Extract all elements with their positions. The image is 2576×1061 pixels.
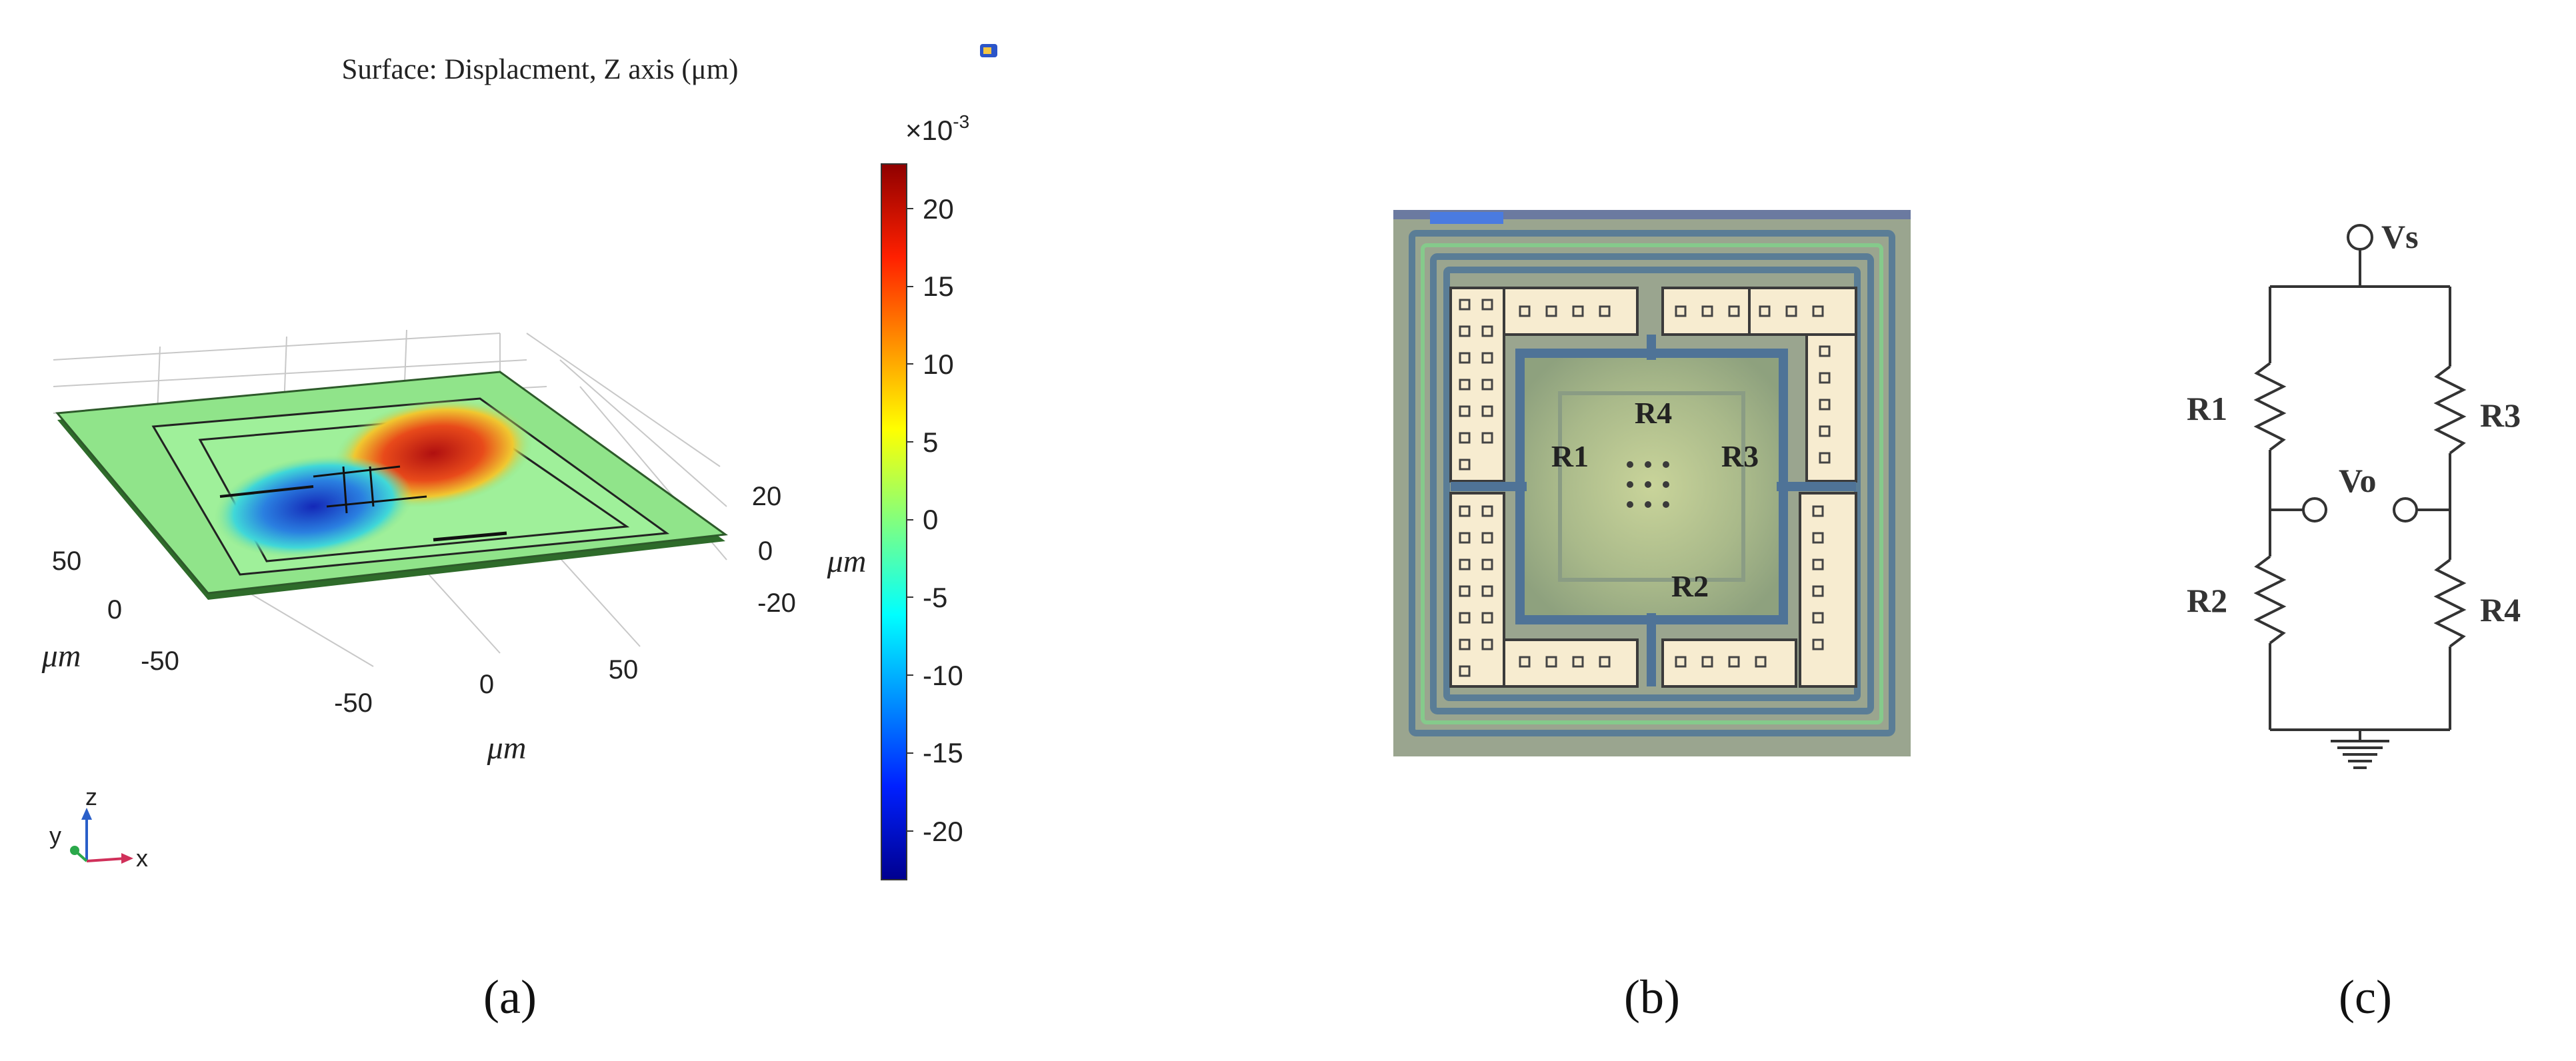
x-axis-unit: μm <box>487 730 527 766</box>
colorbar-exponent: ×10-3 <box>905 111 969 146</box>
y-axis-unit: μm <box>41 638 81 674</box>
x-tick-0: 0 <box>479 670 494 699</box>
triad-z: z <box>85 783 97 810</box>
resistor-r1 <box>2253 362 2287 451</box>
label-vo: Vo <box>2339 462 2377 499</box>
z-axis-unit: μm <box>827 544 867 579</box>
panel-c <box>2253 224 2467 769</box>
plot-title: Surface: Displacment, Z axis (μm) <box>341 54 738 85</box>
colorbar: ×10-3 20 15 10 5 0 -5 -10 -15 -20 <box>881 111 969 880</box>
panel-b: R4 R1 R3 R2 (b) <box>1393 210 1911 1024</box>
cb-tick-neg15: -15 <box>923 737 963 768</box>
resistor-r4 <box>2433 558 2467 648</box>
supply-node <box>2347 224 2373 251</box>
axis-triad: z y x <box>49 783 148 872</box>
chip-label-r3: R3 <box>1721 439 1759 473</box>
chip-label-r4: R4 <box>1635 396 1672 430</box>
label-r2: R2 <box>2187 582 2227 619</box>
z-tick-neg20: -20 <box>757 588 796 618</box>
triad-y: y <box>49 822 61 849</box>
pad-dots <box>1459 299 1831 677</box>
resistor-traces <box>1451 335 1856 686</box>
y-tick-0: 0 <box>107 595 122 624</box>
label-r1: R1 <box>2187 390 2227 427</box>
ground-symbol <box>2331 740 2389 769</box>
colorbar-ticks <box>907 208 913 832</box>
membrane-plate <box>55 371 729 600</box>
panel-label-b: (b) <box>1624 970 1680 1024</box>
cb-tick-0: 0 <box>923 504 938 535</box>
label-vs: Vs <box>2381 218 2419 255</box>
resistor-r2 <box>2253 555 2287 644</box>
cb-tick-neg5: -5 <box>923 582 947 613</box>
cb-tick-20: 20 <box>923 193 954 225</box>
panel-label-c: (c) <box>2339 970 2392 1024</box>
cb-tick-10: 10 <box>923 349 954 380</box>
chip-label-r2: R2 <box>1671 569 1709 603</box>
cb-tick-neg20: -20 <box>923 816 963 847</box>
resistor-r3 <box>2433 365 2467 455</box>
output-node-right <box>2393 497 2418 523</box>
panel-a: Surface: Displacment, Z axis (μm) <box>41 44 997 1024</box>
output-node-left <box>2302 497 2327 523</box>
cb-tick-5: 5 <box>923 427 938 458</box>
z-tick-20: 20 <box>752 482 782 511</box>
x-tick-50: 50 <box>609 655 639 684</box>
outer-traces <box>1409 230 1895 736</box>
triad-x: x <box>136 844 148 872</box>
x-tick-neg50: -50 <box>334 688 373 718</box>
y-tick-50: 50 <box>52 546 82 576</box>
label-r4: R4 <box>2480 591 2521 628</box>
center-dots <box>1627 461 1669 508</box>
camera-icon[interactable] <box>980 44 997 57</box>
z-tick-0: 0 <box>758 536 773 566</box>
label-r3: R3 <box>2480 397 2521 434</box>
cb-tick-15: 15 <box>923 271 954 302</box>
chip-label-r1: R1 <box>1551 439 1589 473</box>
panel-label-a: (a) <box>483 970 537 1024</box>
cb-tick-neg10: -10 <box>923 660 963 691</box>
panel-c-labels: Vs Vo R1 R2 R3 R4 (c) <box>2187 218 2521 1024</box>
y-tick-neg50: -50 <box>141 646 179 676</box>
